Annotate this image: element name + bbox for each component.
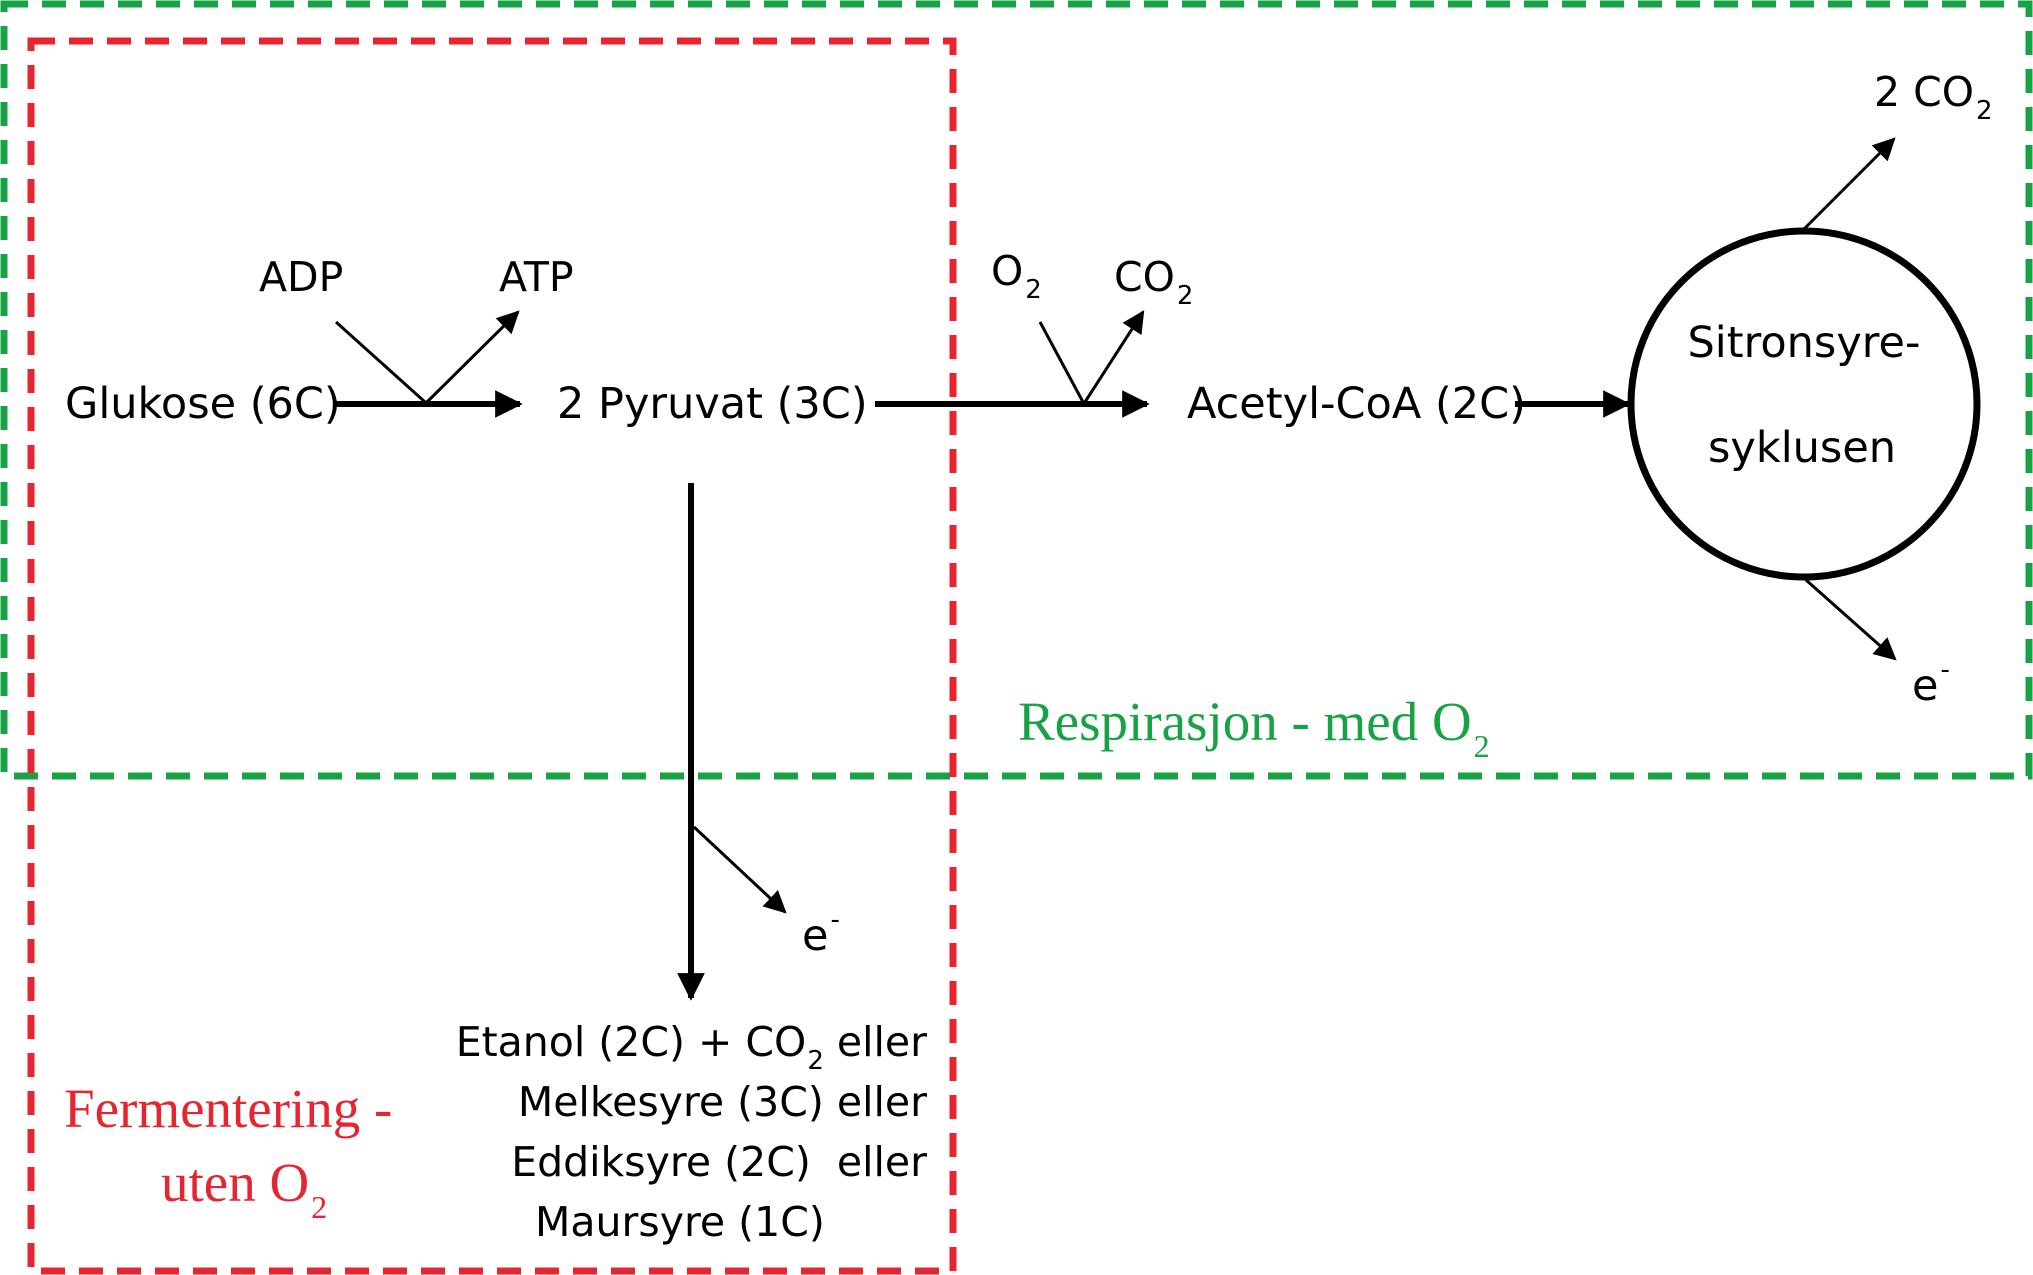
citric-acid-cycle-circle [1627, 227, 1981, 581]
fermentation-label-main: uten O [161, 1152, 309, 1213]
product-line-lactic: Melkesyre (3C) eller [518, 1078, 927, 1126]
pyruvat-label: 2 Pyruvat (3C) [557, 379, 868, 429]
co2-acetyl-subscript: 2 [1177, 281, 1194, 311]
cycle-electron-superscript: - [1940, 655, 1949, 685]
cycle-co2-main: 2 CO [1874, 68, 1974, 116]
cycle-electron-arrow [1805, 578, 1897, 661]
product-ethanol-text: Etanol (2C) + CO [456, 1018, 807, 1066]
fermentation-region-label-line1: Fermentering - [64, 1078, 392, 1139]
respiration-label-subscript: 2 [1474, 728, 1490, 764]
co2-output-arrow [1083, 310, 1145, 403]
cycle-co2-label: 2 CO2 [1874, 68, 1993, 126]
o2-subscript: 2 [1025, 275, 1042, 305]
o2-main: O [991, 247, 1023, 295]
respiration-region-label: Respirasjon - med O2 [1018, 691, 1490, 764]
cycle-electron-label: e- [1912, 655, 1950, 711]
atp-output-arrow [425, 310, 520, 404]
fermentation-electron-superscript: - [830, 905, 839, 935]
co2-acetyl-main: CO [1114, 253, 1175, 301]
fermentation-electron-arrow [692, 825, 787, 914]
atp-label: ATP [499, 253, 574, 301]
fermentation-electron-label: e- [802, 905, 840, 961]
o2-input-line [1038, 321, 1085, 403]
fermentation-region-box [27, 37, 957, 1275]
acetyl-coa-label: Acetyl-CoA (2C) [1187, 379, 1526, 429]
adp-label: ADP [259, 253, 343, 301]
glukose-label: Glukose (6C) [65, 379, 341, 429]
product-line-formic: Maursyre (1C) [535, 1198, 825, 1246]
fermentation-region-label-line2: uten O2 [161, 1152, 327, 1225]
respiration-label-main: Respirasjon - med O [1018, 691, 1472, 752]
o2-label: O2 [991, 247, 1042, 305]
cycle-co2-arrow [1801, 137, 1896, 232]
adp-input-line [334, 320, 427, 404]
co2-acetyl-label: CO2 [1114, 253, 1193, 311]
cycle-electron-main: e [1912, 661, 1938, 711]
product-ethanol-subscript: 2 [807, 1046, 824, 1076]
product-line-acetic: Eddiksyre (2C) eller [511, 1138, 927, 1186]
cycle-co2-subscript: 2 [1976, 96, 1993, 126]
fermentation-label-subscript: 2 [311, 1189, 327, 1225]
product-line-ethanol: Etanol (2C) + CO2 eller [456, 1018, 927, 1076]
respiration-region-box [0, 0, 2033, 780]
fermentation-electron-main: e [802, 911, 828, 961]
cycle-label-line1: Sitronsyre- [1688, 318, 1921, 368]
product-ethanol-eller: eller [824, 1018, 927, 1066]
cycle-label-line2: syklusen [1708, 423, 1896, 473]
